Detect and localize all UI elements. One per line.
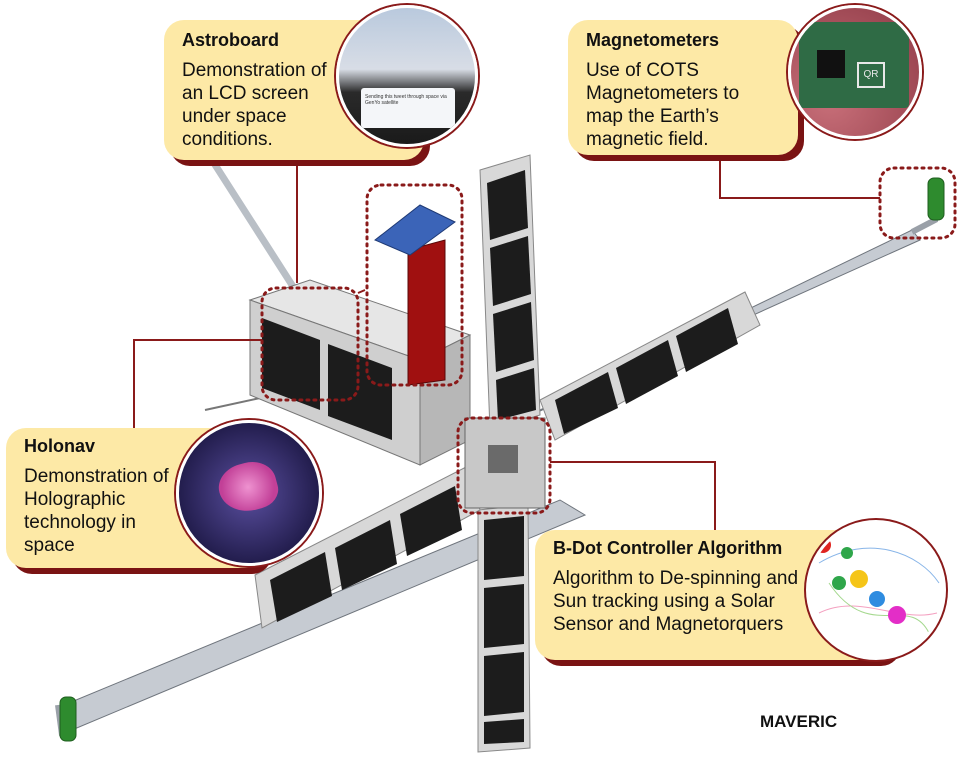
magnetometers-photo: QR <box>788 5 922 139</box>
horizontal-solar-panel <box>254 291 761 629</box>
lcd-screen: Sending this tweet through space via Gen… <box>361 88 455 128</box>
astroboard-title: Astroboard <box>182 30 280 50</box>
highlight-boxes <box>260 166 957 515</box>
holonav-title: Holonav <box>24 436 96 456</box>
leader-lines <box>133 160 880 530</box>
qr-chip: QR <box>857 62 885 88</box>
astroboard-photo: Sending this tweet through space via Gen… <box>336 5 478 147</box>
holonav-photo <box>176 420 322 566</box>
lcd-tweet-text: Sending this tweet through space via Gen… <box>365 94 447 106</box>
qr-chip-label: QR <box>863 69 879 80</box>
magnetometer-board: QR <box>799 22 909 108</box>
antenna-tip-left <box>59 696 77 742</box>
bdot-photo <box>806 520 946 660</box>
antenna-tip-right <box>927 177 945 221</box>
magnetometers-callout: Magnetometers Use of COTS Magnetometers … <box>568 20 798 155</box>
astroboard-strip <box>374 204 456 386</box>
bdot-title: B-Dot Controller Algorithm <box>553 538 783 558</box>
magnetometers-title: Magnetometers <box>586 30 720 50</box>
bdot-description: Algorithm to De-spinning and Sun trackin… <box>553 568 799 635</box>
vertical-solar-panel <box>477 154 541 753</box>
magnetometers-description: Use of COTS Magnetometers to map the Ear… <box>586 60 740 150</box>
astroboard-description: Demonstration of an LCD screen under spa… <box>182 60 327 150</box>
holonav-description: Demonstration of Holographic technology … <box>24 466 169 556</box>
butterfly-hologram <box>213 456 283 518</box>
state-diagram-thumbnail <box>815 537 940 634</box>
mission-label: MAVERIC <box>760 712 838 731</box>
